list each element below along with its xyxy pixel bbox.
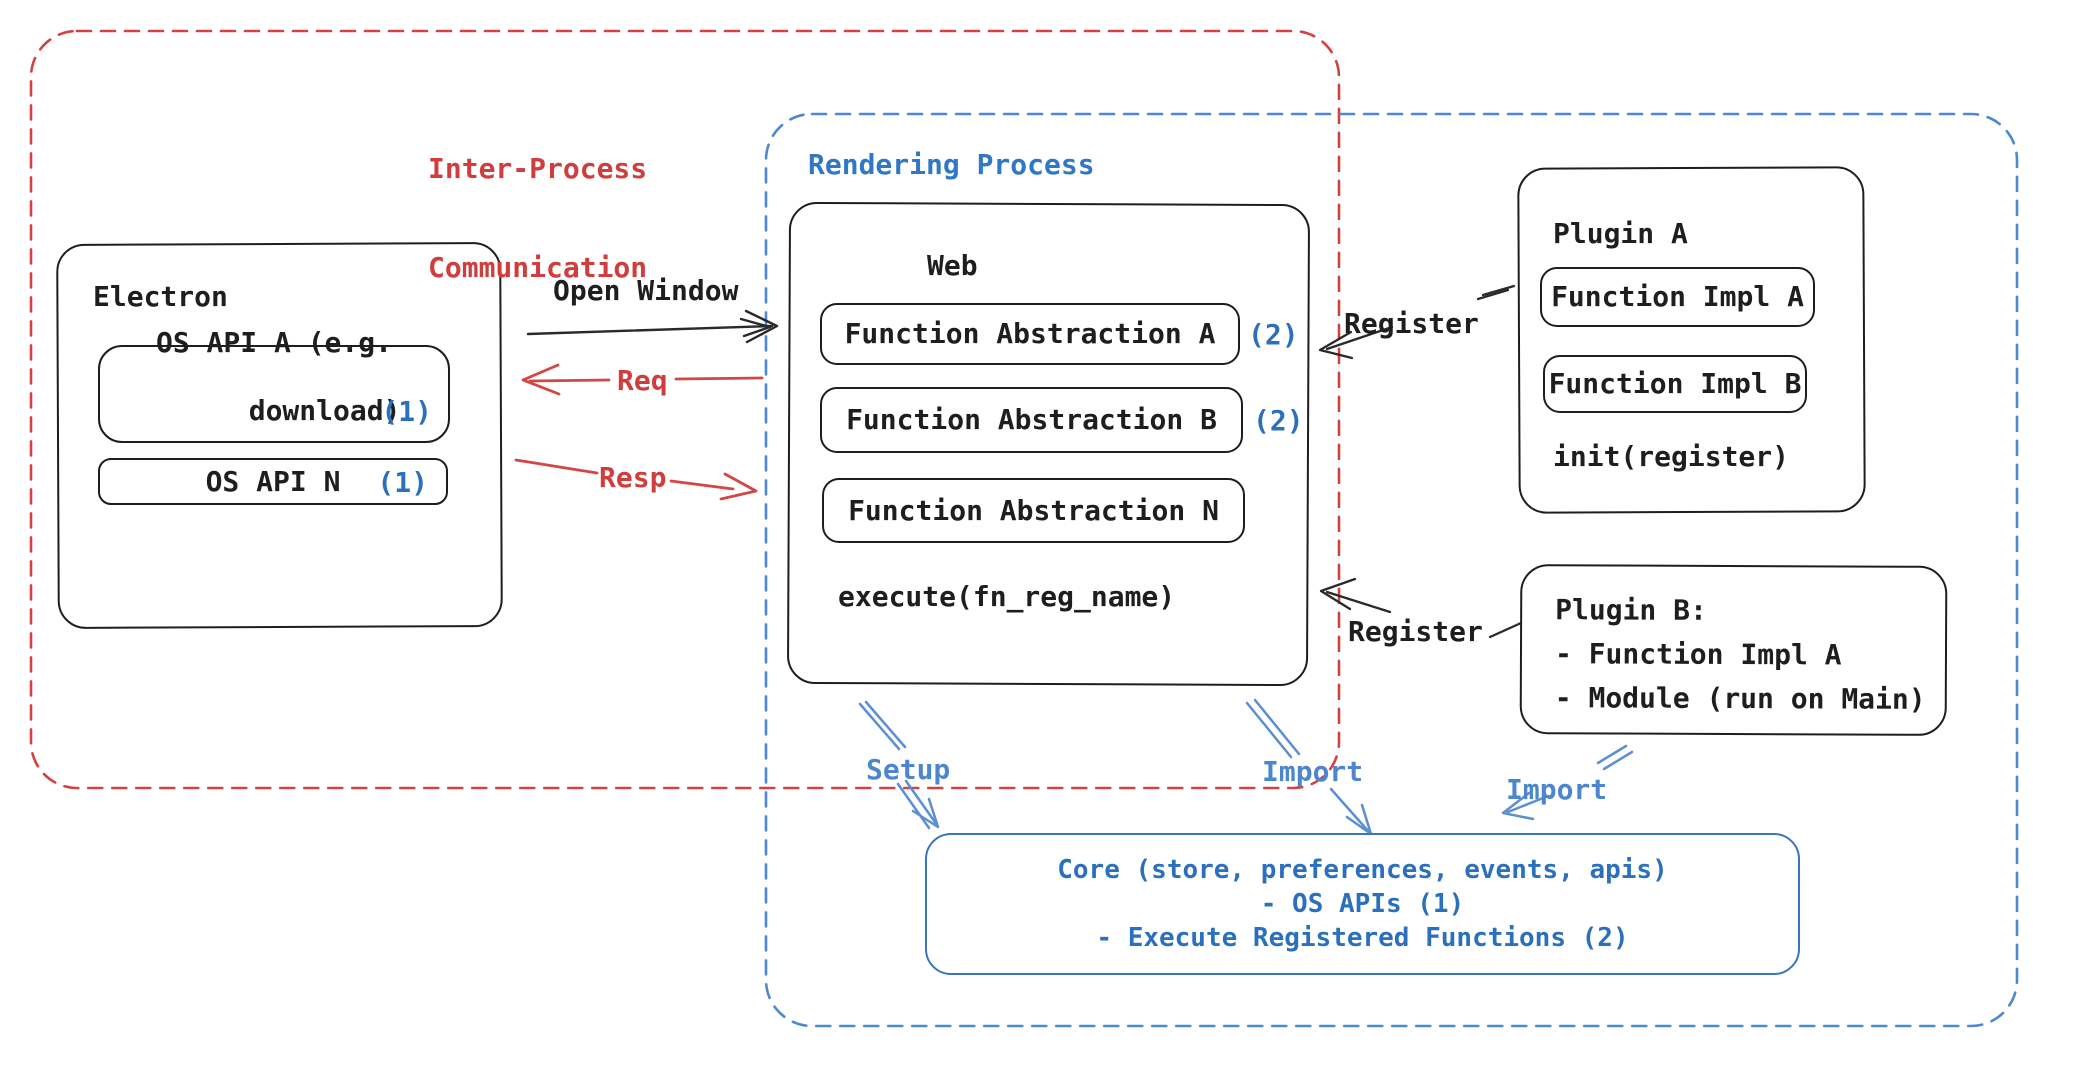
electron-title: Electron (93, 280, 228, 313)
register-arrow-plugin-b (1319, 577, 1523, 639)
setup-label: Setup (866, 753, 951, 786)
ipc-label-line2: Communication (428, 251, 648, 284)
function-impl-b-label: Function Impl B (1548, 367, 1802, 400)
import-label-plugin-b: Import (1506, 773, 1608, 806)
core-box: Core (store, preferences, events, apis) … (925, 833, 1800, 975)
function-impl-a-box: Function Impl A (1540, 267, 1815, 327)
register-label-plugin-b: Register (1348, 615, 1483, 648)
ipc-label-line1: Inter-Process (428, 152, 648, 185)
open-window-label: Open Window (553, 274, 739, 307)
core-os-apis-line: - OS APIs (1) (1260, 889, 1465, 919)
plugin-b-impl-a-line: - Function Impl A (1554, 637, 1842, 672)
os-api-n-box: OS API N (1) (98, 458, 448, 505)
setup-arrow (858, 700, 940, 830)
plugin-a-init-label: init(register) (1553, 440, 1790, 473)
plugin-b-title: Plugin B: (1555, 593, 1707, 627)
req-arrow (521, 363, 764, 396)
os-api-a-line1: OS API A (e.g. (155, 326, 392, 359)
os-api-n-badge: (1) (377, 466, 428, 499)
core-title-line: Core (store, preferences, events, apis) (1057, 855, 1668, 885)
open-window-arrow (526, 309, 779, 344)
core-execute-line: - Execute Registered Functions (2) (1096, 923, 1629, 953)
import-arrow-plugin-b (1501, 744, 1634, 821)
function-abstraction-b-badge: (2) (1253, 404, 1304, 437)
os-api-a-badge: (1) (381, 395, 432, 428)
function-abstraction-n-label: Function Abstraction N (848, 493, 1219, 527)
import-label-web: Import (1262, 755, 1364, 788)
plugin-b-module-line: - Module (run on Main) (1554, 681, 1926, 716)
os-api-n-label: OS API N (205, 464, 341, 498)
function-abstraction-b-label: Function Abstraction B (846, 403, 1217, 436)
function-abstraction-a-label: Function Abstraction A (844, 317, 1216, 350)
rendering-process-dashed-boundary (764, 112, 2019, 1028)
function-impl-a-label: Function Impl A (1551, 280, 1804, 313)
function-abstraction-a-badge: (2) (1248, 318, 1299, 351)
web-execute-label: execute(fn_reg_name) (838, 580, 1176, 613)
resp-arrow (514, 458, 758, 501)
function-impl-b-box: Function Impl B (1543, 355, 1807, 413)
register-arrow-plugin-a (1318, 284, 1516, 360)
rendering-process-label: Rendering Process (808, 148, 1095, 181)
function-abstraction-a-box: Function Abstraction A (820, 303, 1240, 365)
resp-label: Resp (599, 461, 667, 494)
function-abstraction-b-box: Function Abstraction B (820, 387, 1243, 453)
plugin-a-title: Plugin A (1553, 217, 1688, 250)
web-title: Web (927, 249, 978, 282)
register-label-plugin-a: Register (1344, 307, 1479, 340)
os-api-a-line2: download) (248, 394, 401, 427)
req-label: Req (617, 364, 668, 397)
ipc-label: Inter-Process Communication (428, 86, 647, 350)
plugin-b-box: Plugin B: - Function Impl A - Module (ru… (1519, 564, 1948, 736)
os-api-a-box: OS API A (e.g. download) (1) (98, 326, 450, 443)
ipc-dashed-boundary (29, 29, 1341, 790)
function-abstraction-n-box: Function Abstraction N (822, 478, 1245, 543)
